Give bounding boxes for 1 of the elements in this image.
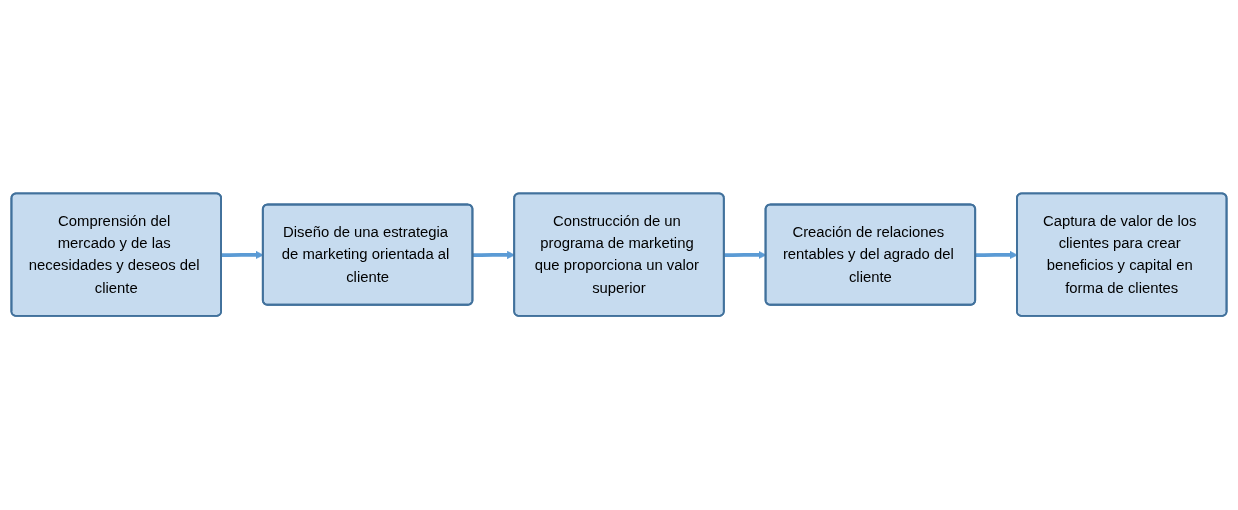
arrow [472,251,515,260]
